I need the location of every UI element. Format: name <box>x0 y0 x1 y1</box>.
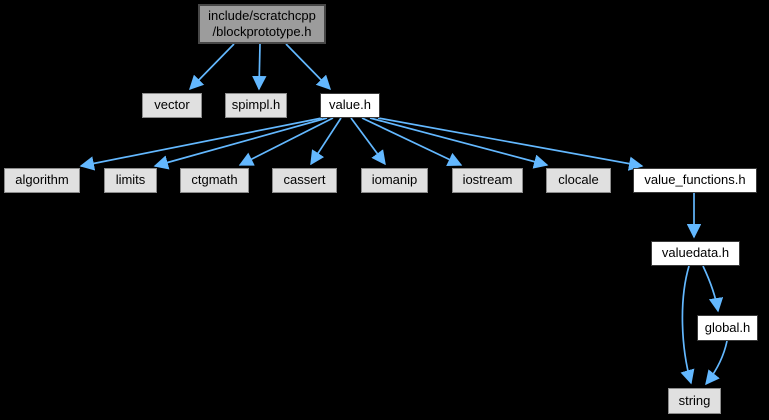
node-cassert: cassert <box>272 168 337 193</box>
edge-blockprototype-h-to-value-h <box>285 43 332 91</box>
edge-blockprototype-h-to-spimpl-h <box>252 43 267 91</box>
node-iomanip: iomanip <box>361 168 428 193</box>
node-global-h[interactable]: global.h <box>697 315 758 341</box>
edge-valuedata-h-to-string <box>680 265 695 385</box>
node-limits: limits <box>104 168 157 193</box>
node-spimpl-h: spimpl.h <box>225 93 287 118</box>
edge-global-h-to-string <box>705 340 728 386</box>
node-iostream: iostream <box>452 168 523 193</box>
edge-value-h-to-iomanip <box>350 117 386 166</box>
edge-value-h-to-algorithm <box>79 117 323 171</box>
edge-blockprototype-h-to-vector <box>188 43 235 91</box>
node-string: string <box>668 388 721 414</box>
node-value-h[interactable]: value.h <box>320 93 380 118</box>
edge-value-h-to-ctgmath <box>238 117 334 166</box>
edge-value-h-to-limits <box>153 117 328 170</box>
node-valuedata-h[interactable]: valuedata.h <box>651 241 740 266</box>
node-clocale: clocale <box>546 168 611 193</box>
node-include-scratchcpp-blockprototype-h: include/scratchcpp /blockprototype.h <box>198 4 326 44</box>
node-algorithm: algorithm <box>4 168 80 193</box>
edge-value-h-to-iostream <box>361 117 463 166</box>
edge-valuedata-h-to-global-h <box>702 265 724 313</box>
edge-value-h-to-value-functions-h <box>377 117 644 171</box>
node-vector: vector <box>142 93 202 118</box>
node-value-functions-h[interactable]: value_functions.h <box>633 168 757 193</box>
edge-value-h-to-cassert <box>310 117 342 166</box>
edge-value-h-to-clocale <box>369 117 549 169</box>
node-ctgmath: ctgmath <box>180 168 249 193</box>
